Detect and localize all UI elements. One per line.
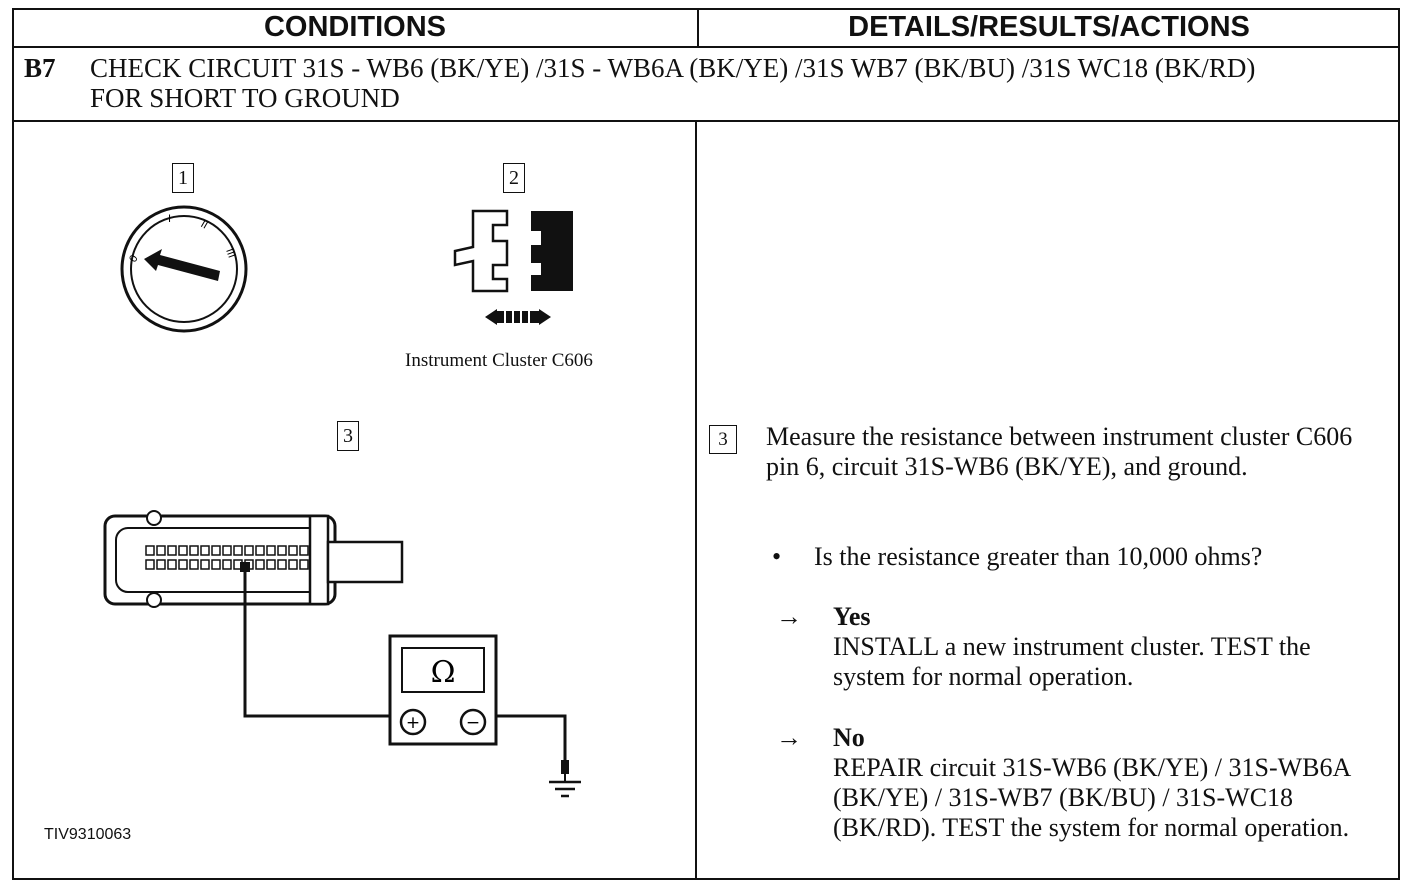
yes-action: INSTALL a new instrument cluster. TEST t… [833,632,1311,691]
meter-plus: + [406,713,420,733]
step-code: B7 [24,53,56,83]
no-arrow: → [776,723,802,752]
no-label: No [833,723,865,752]
connector-pin [167,559,177,570]
conditions-header: CONDITIONS [12,8,698,48]
connector-pin [211,559,221,570]
connector-pin [299,545,309,556]
connector-pin [211,545,221,556]
connector-pin [200,559,210,570]
figure-id: TIV9310063 [44,826,132,843]
connector-pin [189,559,199,570]
connector-pin [178,559,188,570]
ignition-label-1: I [168,213,171,225]
callout-1: 1 [172,163,194,193]
question-text: Is the resistance greater than 10,000 oh… [814,542,1263,571]
connector-pin [167,545,177,556]
connector-pin [233,545,243,556]
connector-pin [156,545,166,556]
callout-2: 2 [503,163,525,193]
connector-pin [288,545,298,556]
connector-pin [255,559,265,570]
connector-pin [222,559,232,570]
connector-pin [145,559,155,570]
ignition-switch-icon: 0 I II III [120,205,248,333]
connector-pin [299,559,309,570]
yes-label: Yes [833,602,871,631]
connector-disconnect-icon [453,209,573,325]
connector-pin [244,545,254,556]
connector-pin [178,545,188,556]
connector-pin [145,545,155,556]
probe-leads [243,580,567,766]
connector-pin [189,545,199,556]
ignition-label-0: 0 [127,253,140,264]
connector-pin [200,545,210,556]
details-callout-3: 3 [709,425,737,454]
step-title: CHECK CIRCUIT 31S - WB6 (BK/YE) /31S - W… [90,53,1256,113]
ground-icon [549,760,581,798]
column-divider [695,120,697,880]
connector-pin [266,559,276,570]
ignition-label-3: III [223,247,237,260]
connector-pin [255,545,265,556]
no-action: REPAIR circuit 31S-WB6 (BK/YE) / 31S-WB6… [833,753,1350,842]
connector-pin [222,545,232,556]
ohmmeter-icon: Ω + − [388,634,498,746]
ignition-label-2: II [199,218,210,231]
step-divider [12,120,1400,122]
connector-pin [266,545,276,556]
connector-pin [156,559,166,570]
connector-pin [288,559,298,570]
instruction-text: Measure the resistance between instrumen… [766,422,1353,481]
illustration-caption: Instrument Cluster C606 [405,350,593,371]
header-divider [697,8,699,48]
details-header: DETAILS/RESULTS/ACTIONS [698,8,1400,48]
question-bullet: • [772,542,782,571]
callout-3: 3 [337,421,359,451]
yes-arrow: → [776,602,802,631]
connector-probe-icon [103,510,404,608]
connector-pin [277,545,287,556]
meter-symbol: Ω [431,655,456,690]
meter-minus: − [466,713,480,733]
connector-pin [277,559,287,570]
table-frame [12,8,1400,880]
